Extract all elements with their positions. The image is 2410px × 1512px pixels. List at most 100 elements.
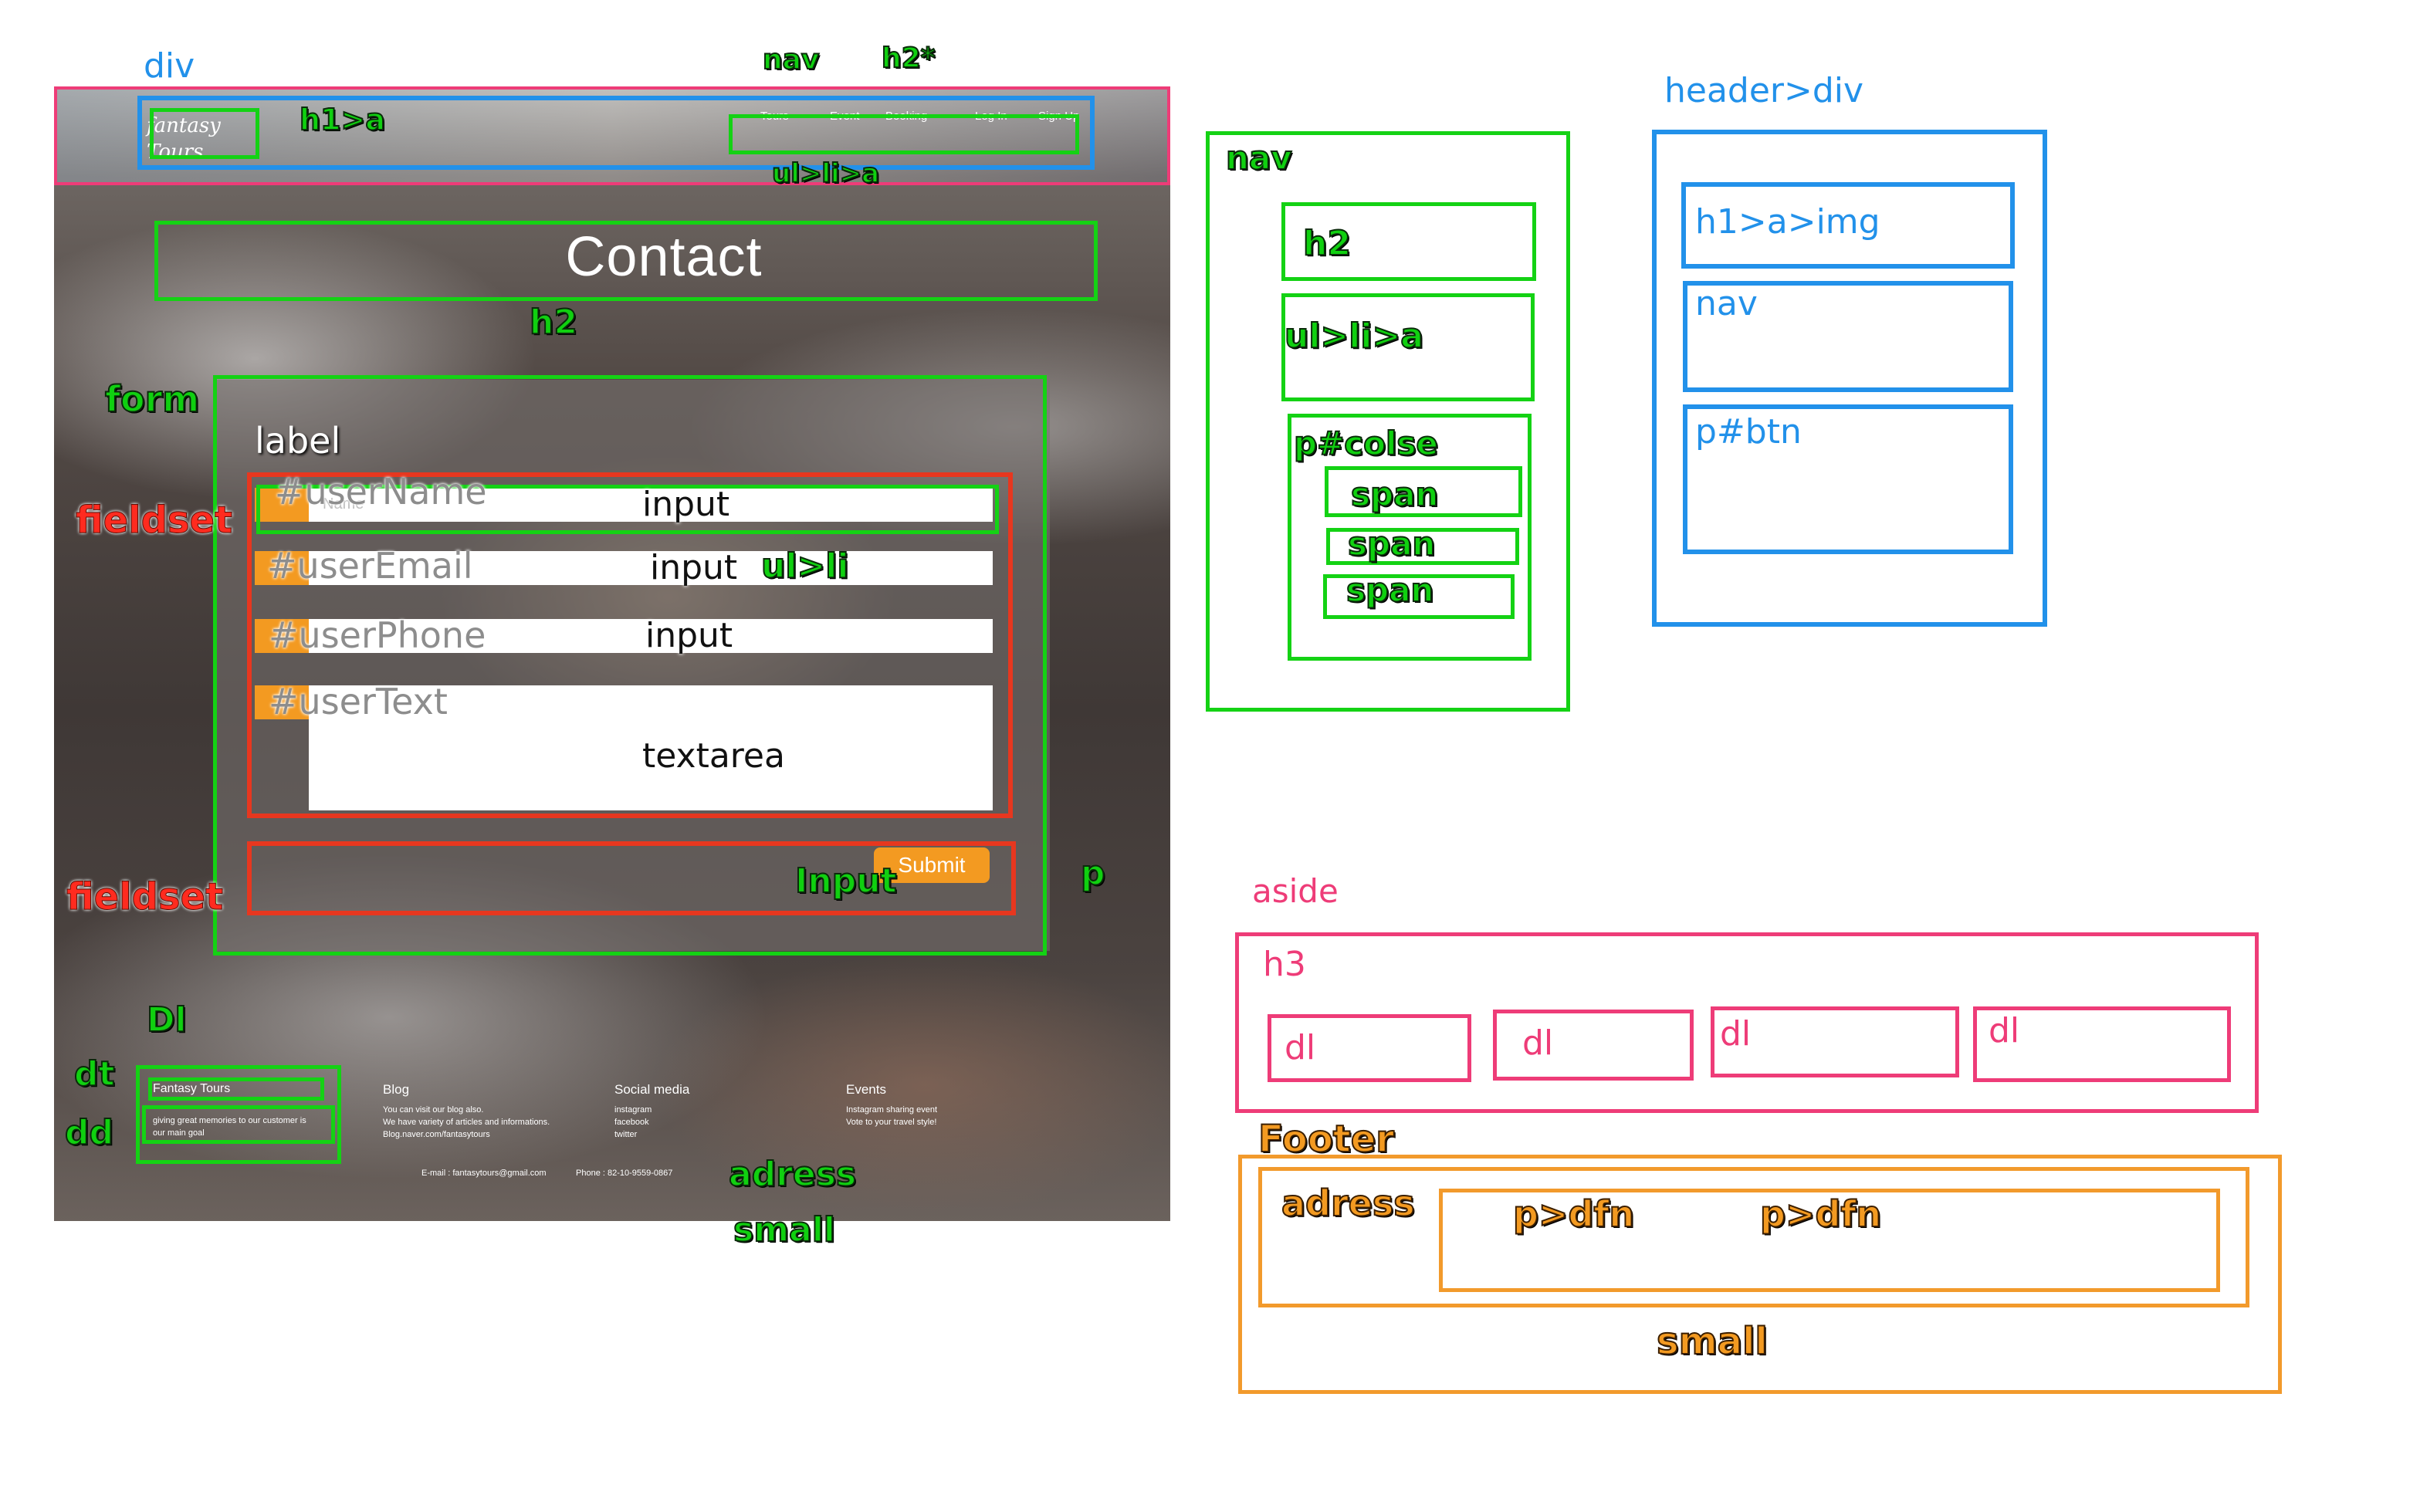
label-input-upper: Input — [794, 861, 898, 901]
h2-title-box — [154, 221, 1098, 301]
aside-panel-title: aside — [1252, 872, 1339, 910]
footer-brand-line-1: giving great memories to our customer is — [153, 1116, 306, 1125]
aside-panel-h3: h3 — [1263, 945, 1306, 984]
email-field[interactable] — [309, 551, 993, 585]
nav-panel-span-box-2 — [1326, 528, 1519, 565]
aside-dl-label-2: dl — [1522, 1023, 1554, 1063]
label-h2: h2 — [529, 303, 578, 342]
header-panel-p-btn-label: p#btn — [1695, 412, 1802, 452]
header-inner-box — [137, 96, 1095, 170]
form-box — [213, 375, 1047, 956]
label-fieldset-1: fieldset — [75, 499, 233, 542]
header-div-box — [54, 86, 1170, 185]
footer-events-line-2: Vote to your travel style! — [846, 1118, 937, 1127]
fieldset-2-box — [247, 841, 1016, 915]
nav-panel-h2-box — [1281, 202, 1536, 281]
page-title: Contact — [565, 226, 763, 288]
footer-panel — [1238, 1155, 2282, 1394]
footer-dl-box — [136, 1065, 341, 1164]
logo-box — [150, 108, 259, 159]
logo-line-2: Tours — [147, 140, 204, 164]
nav-panel-title: nav — [1225, 139, 1293, 177]
header-panel-title: header>div — [1664, 71, 1864, 110]
footer-blog-line-2: We have variety of articles and informat… — [383, 1118, 550, 1127]
nav-panel-h2-label: h2 — [1302, 224, 1352, 263]
message-textarea[interactable] — [309, 685, 993, 810]
aside-dl-box-3 — [1711, 1006, 1959, 1077]
footer-p-box — [1439, 1189, 2220, 1292]
phone-field[interactable] — [309, 619, 993, 653]
nav-panel-span-label-2: span — [1347, 525, 1436, 563]
message-icon — [255, 685, 309, 719]
footer-brand-line-2: our main goal — [153, 1128, 205, 1138]
label-p: p — [1080, 854, 1105, 893]
footer-adress-box — [1258, 1167, 2249, 1307]
footer-panel-title: Footer — [1257, 1118, 1395, 1161]
phone-icon — [255, 619, 309, 653]
header-panel-h1-label: h1>a>img — [1695, 202, 1880, 242]
label-textarea: textarea — [642, 736, 785, 776]
email-icon — [255, 551, 309, 585]
label-adress: adress — [728, 1155, 857, 1194]
label-nav: nav — [762, 44, 820, 76]
name-field[interactable] — [309, 488, 993, 522]
nav-panel-span-box-3 — [1323, 574, 1515, 619]
logo[interactable]: fantasy Tours — [147, 113, 239, 174]
header-panel-p-btn-box — [1683, 404, 2013, 554]
logo-line-1: fantasy — [147, 114, 221, 137]
footer-brand: Fantasy Tours — [153, 1082, 231, 1095]
aside-dl-label-3: dl — [1720, 1014, 1752, 1054]
nav-panel — [1206, 131, 1570, 712]
label-input-3: input — [645, 616, 733, 655]
fieldset-1-box — [247, 472, 1013, 818]
submit-button[interactable]: Submit — [874, 847, 990, 883]
user-icon — [255, 488, 309, 522]
footer-panel-small: small — [1656, 1320, 1769, 1363]
footer-events-line-1: Instagram sharing event — [846, 1105, 938, 1115]
aside-panel — [1235, 932, 2259, 1113]
label-user-text: #userText — [269, 681, 448, 722]
header-panel-nav-box — [1683, 281, 2013, 392]
label-dl-upper: Dl — [146, 1000, 188, 1040]
footer-social-line-2[interactable]: facebook — [614, 1118, 649, 1127]
footer-p-dfn-label-2: p>dfn — [1759, 1193, 1882, 1235]
header-panel — [1652, 130, 2047, 627]
label-ul-li: ul>li — [760, 546, 849, 586]
aside-dl-label-1: dl — [1285, 1028, 1316, 1067]
footer-dd-box — [142, 1105, 335, 1144]
nav-panel-span-label-1: span — [1350, 475, 1439, 513]
header-panel-h1-box — [1681, 182, 2015, 269]
footer-events-title: Events — [846, 1082, 886, 1097]
footer-social-line-3[interactable]: twitter — [614, 1130, 638, 1139]
footer-phone: Phone : 82-10-9559-0867 — [576, 1169, 673, 1178]
label-dd: dd — [64, 1113, 114, 1152]
label-h1-a: h1>a — [299, 103, 386, 137]
nav-panel-span-label-3: span — [1345, 571, 1434, 609]
label-input-1: input — [642, 485, 730, 524]
nav-list-box — [729, 114, 1079, 154]
nav-panel-ul-box — [1281, 293, 1535, 401]
nav-panel-span-box-1 — [1325, 466, 1522, 517]
label-ul-li-a: ul>li>a — [771, 158, 880, 189]
label-div: div — [144, 46, 195, 86]
label-dt: dt — [73, 1054, 116, 1094]
label-fieldset-2: fieldset — [66, 875, 224, 918]
footer-blog-line-3[interactable]: Blog.naver.com/fantasytours — [383, 1130, 490, 1139]
footer-social-line-1[interactable]: instagram — [614, 1105, 652, 1115]
label-input-2: input — [650, 548, 738, 587]
name-placeholder: Name — [323, 496, 364, 512]
aside-dl-box-2 — [1493, 1010, 1694, 1081]
label-form: form — [104, 378, 200, 420]
label-small: small — [733, 1210, 836, 1250]
label-user-email: #userEmail — [267, 545, 473, 587]
footer-email: E-mail : fantasytours@gmail.com — [421, 1169, 547, 1178]
footer-panel-adress: adress — [1281, 1182, 1416, 1224]
footer-dt-box — [148, 1077, 324, 1101]
label-label: label — [255, 420, 341, 462]
nav-panel-ul-label: ul>li>a — [1284, 316, 1424, 356]
label-user-name: #userName — [275, 471, 487, 512]
name-input-box — [256, 485, 999, 534]
label-h2-star: h2* — [881, 42, 936, 74]
header-panel-nav-label: nav — [1695, 284, 1758, 323]
footer-social-title: Social media — [614, 1082, 690, 1097]
